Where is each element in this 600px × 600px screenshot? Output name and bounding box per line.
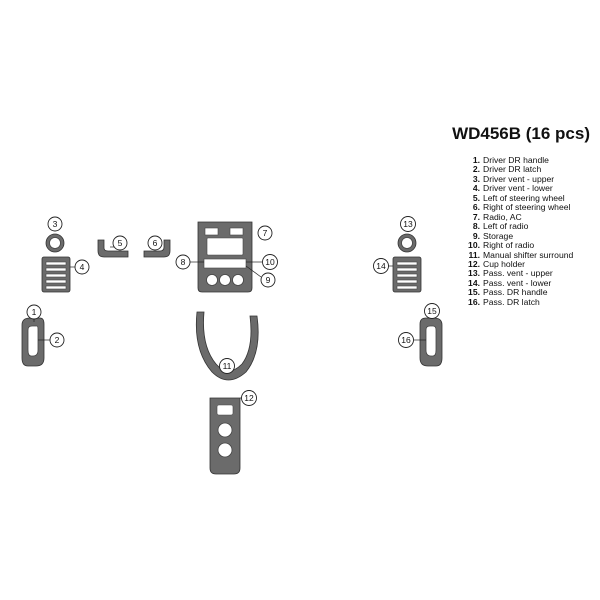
callout-8-label: 8 <box>181 257 186 267</box>
legend-item-number: 8. <box>472 221 480 232</box>
callout-14: 14 <box>373 258 389 274</box>
legend-item-number: 15. <box>468 287 480 298</box>
part-pass-vent-upper <box>397 233 417 253</box>
legend-item-label: Radio, AC <box>483 211 522 222</box>
legend-item: 8.Left of radio <box>465 221 573 232</box>
legend-item: 7.Radio, AC <box>465 211 573 222</box>
legend-item: 9.Storage <box>465 230 573 241</box>
legend-item-label: Storage <box>483 230 514 241</box>
legend-item: 15.Pass. DR handle <box>465 287 573 298</box>
callout-6-label: 6 <box>153 238 158 248</box>
legend-item: 6.Right of steering wheel <box>465 202 573 213</box>
legend-item-label: Driver DR handle <box>483 155 549 165</box>
legend-item-number: 5. <box>472 192 480 203</box>
legend-item-number: 4. <box>472 183 480 194</box>
part-driver-vent-lower <box>41 256 71 293</box>
callout-13: 13 <box>400 216 416 232</box>
legend-item-label: Pass. vent - upper <box>483 268 553 279</box>
kit-title: WD456B (16 pcs) <box>452 124 590 143</box>
callout-8: 8 <box>175 254 191 270</box>
callout-15-label: 15 <box>427 306 437 316</box>
legend-item-label: Pass. vent - lower <box>483 277 552 288</box>
part-pass-dr-handle <box>419 317 443 367</box>
legend-item: 4.Driver vent - lower <box>465 183 573 194</box>
legend-item: 11.Manual shifter surround <box>465 249 574 260</box>
callout-9: 9 <box>260 272 276 288</box>
callout-11: 11 <box>219 358 235 374</box>
callout-1: 1 <box>26 304 42 320</box>
legend-item: 13.Pass. vent - upper <box>465 268 573 279</box>
callout-2-label: 2 <box>55 335 60 345</box>
legend-item-number: 12. <box>468 258 480 269</box>
legend-item-label: Left of steering wheel <box>483 192 565 203</box>
legend-item-label: Driver vent - lower <box>483 183 553 194</box>
legend-item-number: 9. <box>472 230 480 241</box>
legend-item-label: Manual shifter surround <box>483 249 574 260</box>
legend-item-number: 14. <box>468 277 480 288</box>
legend-item-label: Driver DR latch <box>483 164 542 175</box>
legend-item-number: 13. <box>468 268 480 279</box>
legend-item: 5.Left of steering wheel <box>465 192 573 203</box>
legend-item-label: Left of radio <box>483 221 529 232</box>
callout-5: 5 <box>112 235 128 251</box>
callout-12: 12 <box>241 390 257 406</box>
legend-item-number: 16. <box>468 296 480 307</box>
legend-item: 14.Pass. vent - lower <box>465 277 573 288</box>
part-radio-ac <box>197 221 253 293</box>
callout-16-label: 16 <box>401 335 411 345</box>
legend-item: 1.Driver DR handle <box>465 155 573 165</box>
callout-6: 6 <box>147 235 163 251</box>
legend-item-label: Right of steering wheel <box>483 202 571 213</box>
legend-item-number: 3. <box>472 173 480 184</box>
callout-10: 10 <box>262 254 278 270</box>
legend-item-number: 7. <box>472 211 480 222</box>
callout-11-label: 11 <box>223 361 232 371</box>
legend-item-label: Pass. DR handle <box>483 287 548 298</box>
callout-4: 4 <box>74 259 90 275</box>
legend-item-number: 10. <box>468 240 480 251</box>
part-driver-vent-upper <box>45 233 65 253</box>
part-pass-vent-lower <box>392 256 422 293</box>
part-manual-shifter-surround <box>195 311 259 381</box>
part-left-of-steering-wheel <box>97 239 129 258</box>
legend-item-number: 6. <box>472 202 480 213</box>
callout-1-label: 1 <box>32 307 37 317</box>
legend-item-number: 1. <box>472 155 480 165</box>
callout-5-label: 5 <box>118 238 123 248</box>
part-cup-holder <box>209 397 241 475</box>
callout-9-label: 9 <box>266 275 271 285</box>
part-driver-dr-handle <box>21 317 45 367</box>
legend-item: 16.Pass. DR latch <box>465 296 573 307</box>
legend-item-label: Driver vent - upper <box>483 173 555 184</box>
legend-item-number: 2. <box>472 164 480 175</box>
callout-13-label: 13 <box>403 219 413 229</box>
legend-item: 3.Driver vent - upper <box>465 173 573 184</box>
callout-3-label: 3 <box>53 219 58 229</box>
legend-item: 12.Cup holder <box>465 258 573 269</box>
legend-item: 2.Driver DR latch <box>465 164 573 175</box>
parts-legend: 1.Driver DR handle 2.Driver DR latch 3.D… <box>465 155 574 307</box>
legend-item-label: Right of radio <box>483 240 535 251</box>
callout-15: 15 <box>424 303 440 319</box>
callout-3: 3 <box>47 216 63 232</box>
callout-7-label: 7 <box>263 228 268 238</box>
legend-item-number: 11. <box>468 249 480 260</box>
part-right-of-steering-wheel <box>143 239 171 258</box>
callout-16: 16 <box>398 332 414 348</box>
callout-14-label: 14 <box>376 261 386 271</box>
callout-10-label: 10 <box>265 257 275 267</box>
legend-item-label: Cup holder <box>483 258 526 269</box>
legend-item-label: Pass. DR latch <box>483 296 540 307</box>
legend-item: 10.Right of radio <box>465 240 573 251</box>
callout-4-label: 4 <box>80 262 85 272</box>
callout-12-label: 12 <box>244 393 254 403</box>
callout-2: 2 <box>49 332 65 348</box>
callout-7: 7 <box>257 225 273 241</box>
